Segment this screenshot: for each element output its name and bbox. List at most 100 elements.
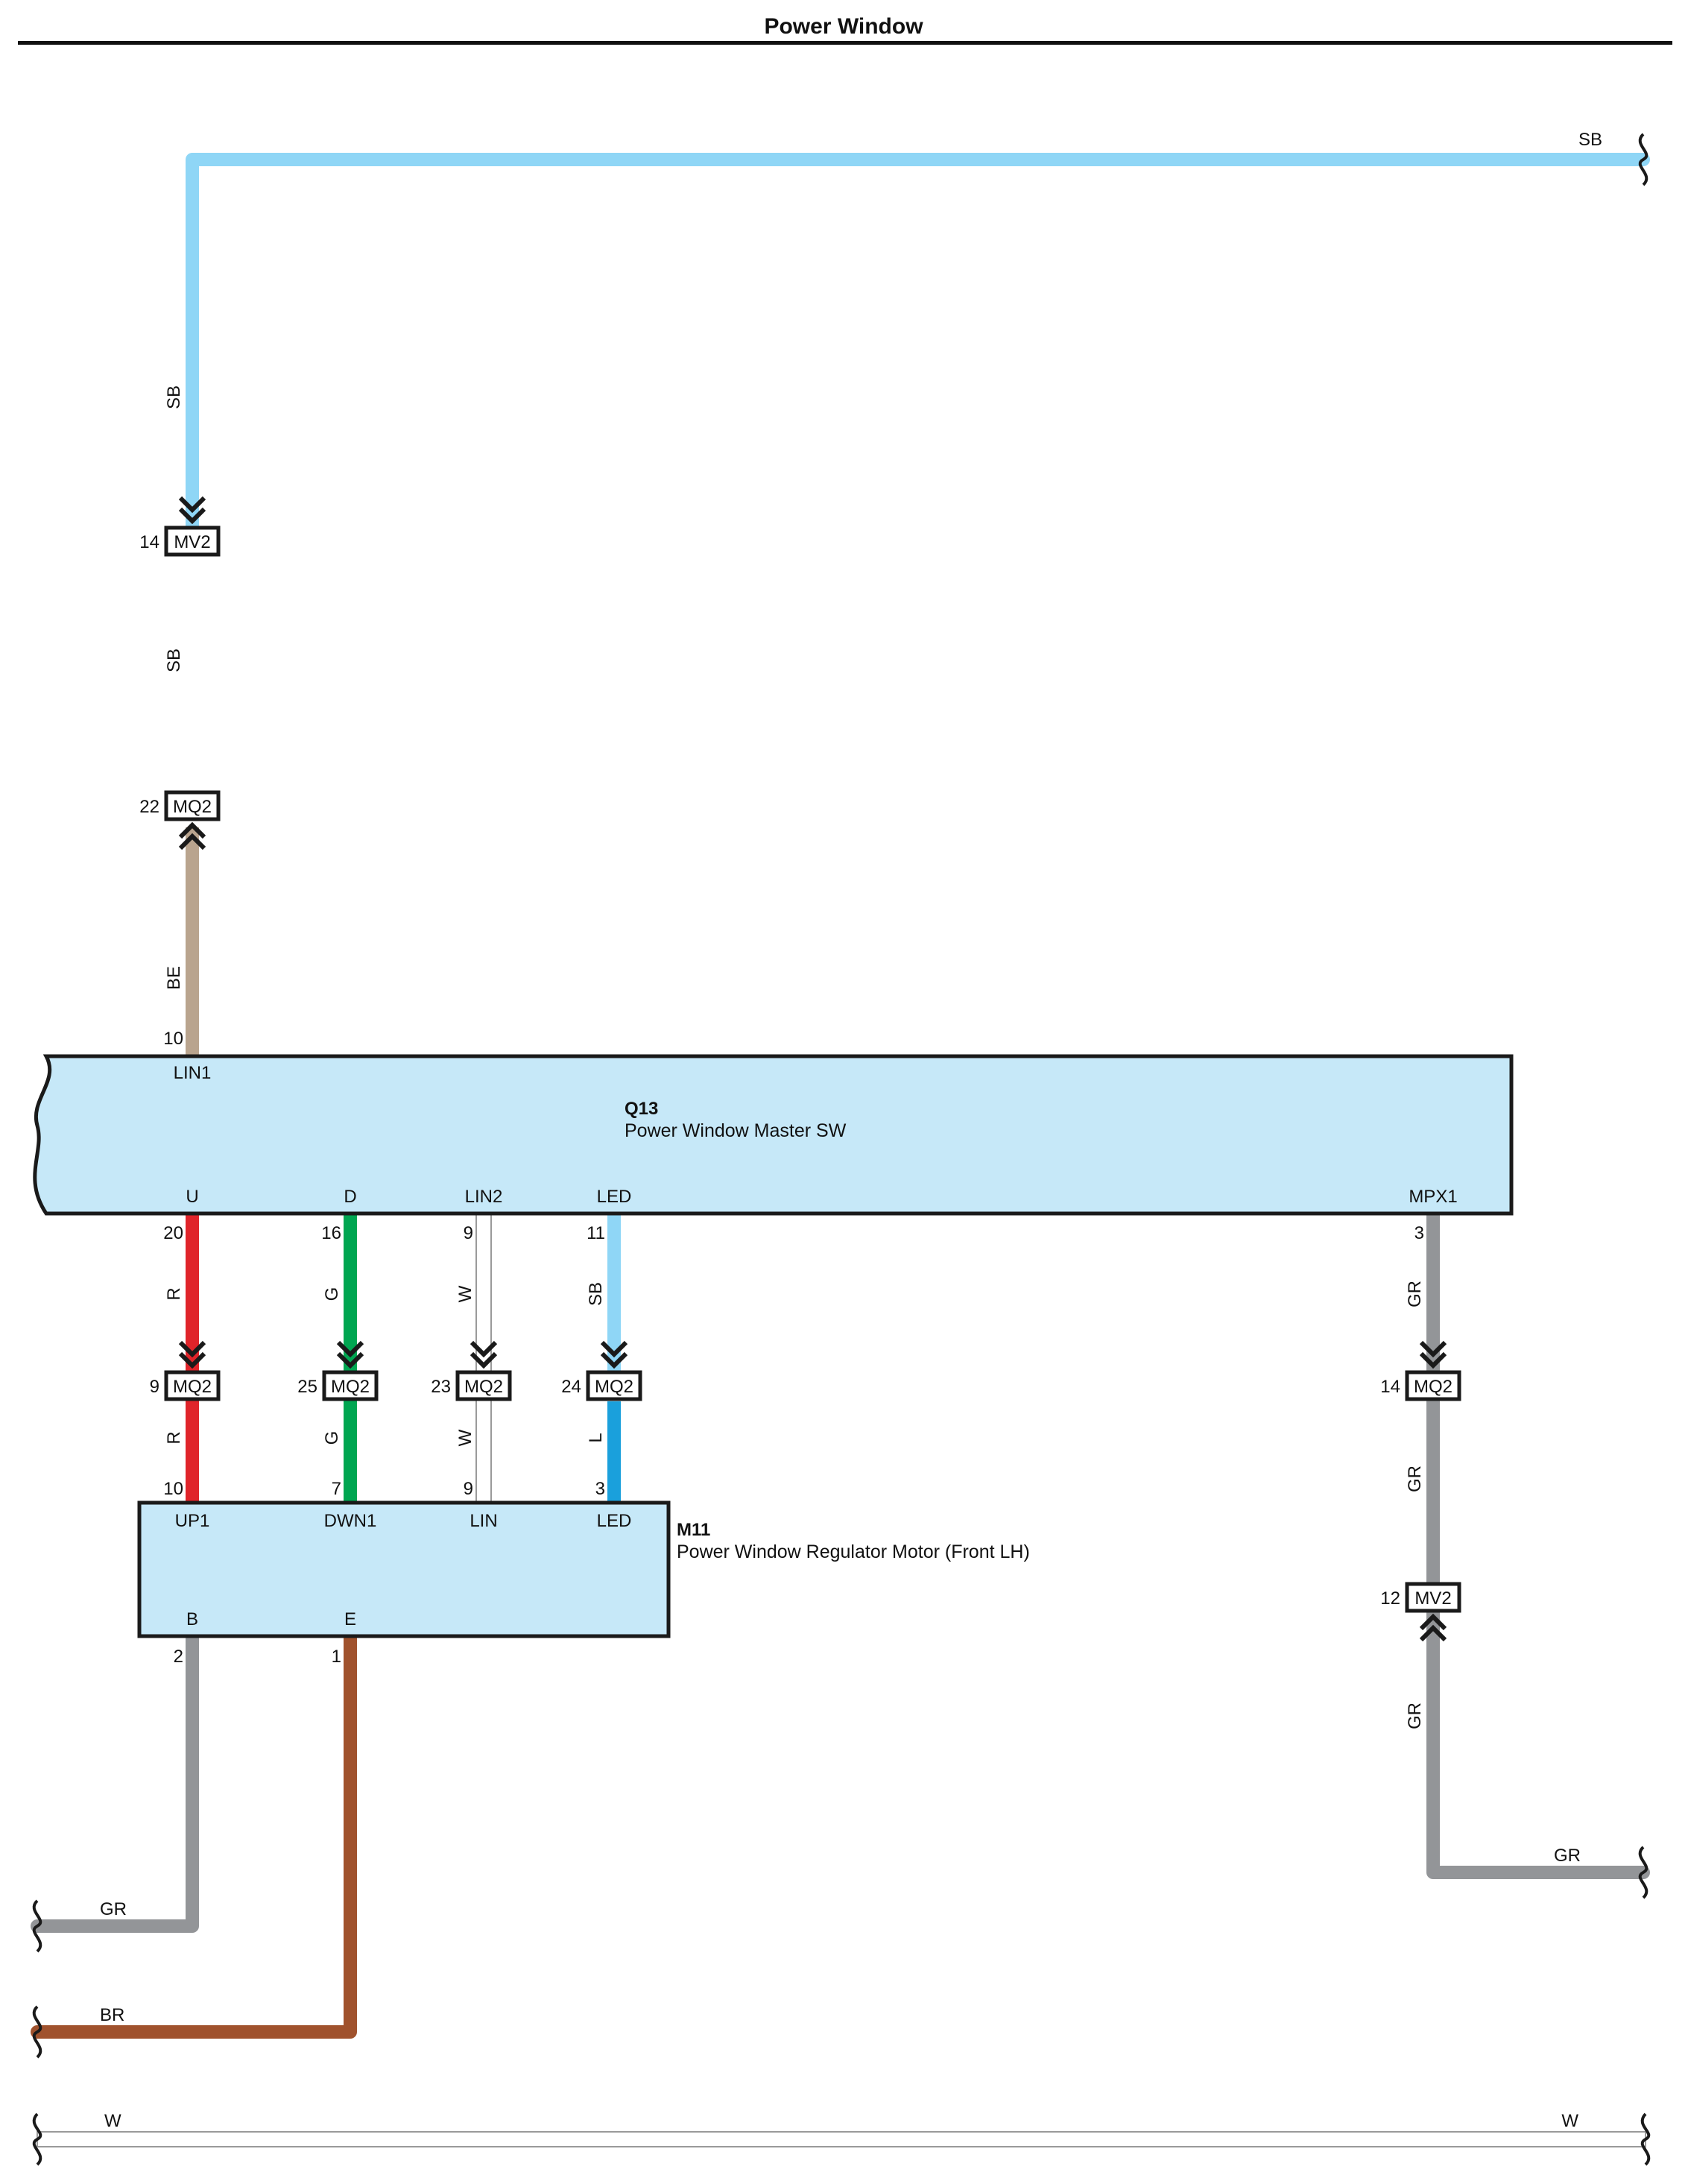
- wire-label-lin-lower: W: [455, 1429, 475, 1446]
- pin-num-q13-u: 20: [163, 1223, 183, 1243]
- connector-mq2-mpx-box: [1405, 1370, 1461, 1401]
- break-sb-right: [1638, 133, 1649, 186]
- pin-num-m11-up1: 10: [163, 1479, 183, 1499]
- m11-name: Power Window Regulator Motor (Front LH): [677, 1541, 1030, 1562]
- connector-mv2-mpx: 12 MV2: [1380, 1582, 1461, 1642]
- q13-pin-mpx1-label: MPX1: [1409, 1187, 1457, 1207]
- connectors-layer: 14 MV2 22 MQ2 9 MQ2 25 MQ2 23: [139, 496, 1461, 1642]
- connector-mq2-d-arrow: [336, 1340, 364, 1369]
- wire-label-d-upper: G: [322, 1287, 342, 1301]
- wire-mpx-gr: [1426, 1207, 1650, 1879]
- wire-label-d-lower: G: [322, 1431, 342, 1445]
- connector-mq2-u-arrow: [178, 1340, 206, 1369]
- connector-mv2-mpx-name: MV2: [1414, 1588, 1451, 1609]
- connector-mq2-d-name: MQ2: [331, 1377, 370, 1397]
- connector-mv2-top-name: MV2: [174, 532, 210, 552]
- connector-mq2-d-pin: 25: [297, 1377, 317, 1397]
- connector-mq2-mpx-name: MQ2: [1414, 1377, 1452, 1397]
- title-rule: [18, 41, 1672, 45]
- connector-mq2-mpx-arrow: [1419, 1340, 1447, 1369]
- wire-e-br: [31, 1629, 357, 2039]
- pin-numbers: 10 20 16 9 11 3 10 7 9 3 2 1: [163, 1029, 1424, 1667]
- connector-mq2-top-name: MQ2: [173, 797, 212, 817]
- connector-mq2-top: 22 MQ2: [139, 790, 221, 850]
- m11-pin-dwn1-label: DWN1: [324, 1511, 377, 1531]
- wire-label-led-lower: L: [586, 1433, 606, 1442]
- connector-mv2-mpx-pin: 12: [1380, 1588, 1400, 1609]
- pin-num-m11-e: 1: [332, 1647, 341, 1667]
- component-m11: M11 Power Window Regulator Motor (Front …: [137, 1500, 1030, 1638]
- connector-mq2-top-pin: 22: [139, 797, 159, 817]
- wire-color-labels: SB SB SB BE R R G G W W SB L GR GR GR GR…: [100, 130, 1602, 2131]
- q13-pin-d-label: D: [344, 1187, 356, 1207]
- wire-label-sb-mid: SB: [164, 648, 184, 672]
- wire-label-lin-upper: W: [455, 1285, 475, 1302]
- connector-mq2-lin-arrow: [470, 1340, 498, 1369]
- connector-mq2-led-arrow: [600, 1340, 628, 1369]
- q13-pin-led-label: LED: [597, 1187, 632, 1207]
- wire-label-u-lower: R: [164, 1431, 184, 1444]
- m11-pin-led-label: LED: [597, 1511, 632, 1531]
- diagram-title: Power Window: [764, 14, 923, 39]
- connector-mq2-u-box: [164, 1370, 221, 1401]
- q13-pin-lin1-label: LIN1: [174, 1063, 212, 1083]
- m11-pin-lin-label: LIN: [470, 1511, 497, 1531]
- pin-num-m11-b: 2: [174, 1647, 183, 1667]
- connector-mq2-u-pin: 9: [150, 1377, 159, 1397]
- q13-pin-lin2-label: LIN2: [465, 1187, 503, 1207]
- connector-mq2-led-box: [586, 1370, 642, 1401]
- connector-mq2-led: 24 MQ2: [561, 1340, 642, 1401]
- wire-breaks: [32, 133, 1651, 2166]
- wire-label-ground-right: W: [1561, 2111, 1578, 2131]
- wire-label-b-left: GR: [100, 1899, 127, 1919]
- pin-num-q13-d: 16: [321, 1223, 341, 1243]
- q13-name: Power Window Master SW: [625, 1120, 847, 1141]
- wire-label-sb-top-right: SB: [1578, 130, 1602, 150]
- connector-mv2-top-arrow: [178, 496, 206, 525]
- connector-mq2-lin-pin: 23: [431, 1377, 451, 1397]
- wire-sb-top-run: [186, 153, 1650, 534]
- wire-label-led-upper: SB: [586, 1282, 606, 1306]
- m11-pin-up1-label: UP1: [175, 1511, 210, 1531]
- wire-label-mpx-right: GR: [1554, 1846, 1581, 1866]
- connector-mv2-top-box: [164, 526, 221, 557]
- break-gr-left: [32, 1899, 42, 1953]
- connector-mq2-top-arrow: [178, 821, 206, 850]
- break-w-right: [1640, 2112, 1651, 2166]
- wire-label-be: BE: [164, 966, 184, 990]
- connector-mq2-mpx: 14 MQ2: [1380, 1340, 1461, 1401]
- m11-pin-b-label: B: [186, 1609, 198, 1629]
- connector-mq2-d: 25 MQ2: [297, 1340, 379, 1401]
- connector-mq2-u-name: MQ2: [173, 1377, 212, 1397]
- connector-mq2-mpx-pin: 14: [1380, 1377, 1400, 1397]
- m11-pin-e-label: E: [344, 1609, 356, 1629]
- pin-num-m11-dwn1: 7: [332, 1479, 341, 1499]
- pin-num-q13-lin2: 9: [464, 1223, 473, 1243]
- break-w-left: [32, 2112, 42, 2166]
- wire-label-mpx-upper: GR: [1405, 1281, 1425, 1307]
- break-gr-right: [1638, 1846, 1649, 1899]
- connector-mq2-top-box: [164, 790, 221, 821]
- wire-label-mpx-lower: GR: [1405, 1702, 1425, 1729]
- connector-mq2-u: 9 MQ2: [150, 1340, 221, 1401]
- pin-num-q13-mpx1: 3: [1414, 1223, 1424, 1243]
- connector-mv2-mpx-arrow: [1419, 1613, 1447, 1642]
- wire-ground-w: [37, 2131, 1646, 2147]
- q13-code: Q13: [625, 1099, 658, 1119]
- component-q13: Q13 Power Window Master SW LIN1 U D LIN2…: [33, 1054, 1514, 1216]
- q13-pin-u-label: U: [186, 1187, 198, 1207]
- break-br-left: [32, 2005, 42, 2059]
- connector-mv2-top-pin: 14: [139, 532, 159, 552]
- wire-label-ground-left: W: [104, 2111, 121, 2131]
- q13-body: [33, 1054, 1514, 1216]
- m11-code: M11: [677, 1520, 710, 1540]
- wire-label-sb-upper: SB: [164, 385, 184, 409]
- wire-label-mpx-mid: GR: [1405, 1465, 1425, 1492]
- pin-num-q13-lin1: 10: [163, 1029, 183, 1049]
- connector-mv2-top: 14 MV2: [139, 496, 221, 557]
- wire-label-e-left: BR: [100, 2005, 124, 2025]
- connector-mq2-lin: 23 MQ2: [431, 1340, 512, 1401]
- connector-mq2-d-box: [322, 1370, 379, 1401]
- connector-mv2-mpx-box: [1405, 1582, 1461, 1613]
